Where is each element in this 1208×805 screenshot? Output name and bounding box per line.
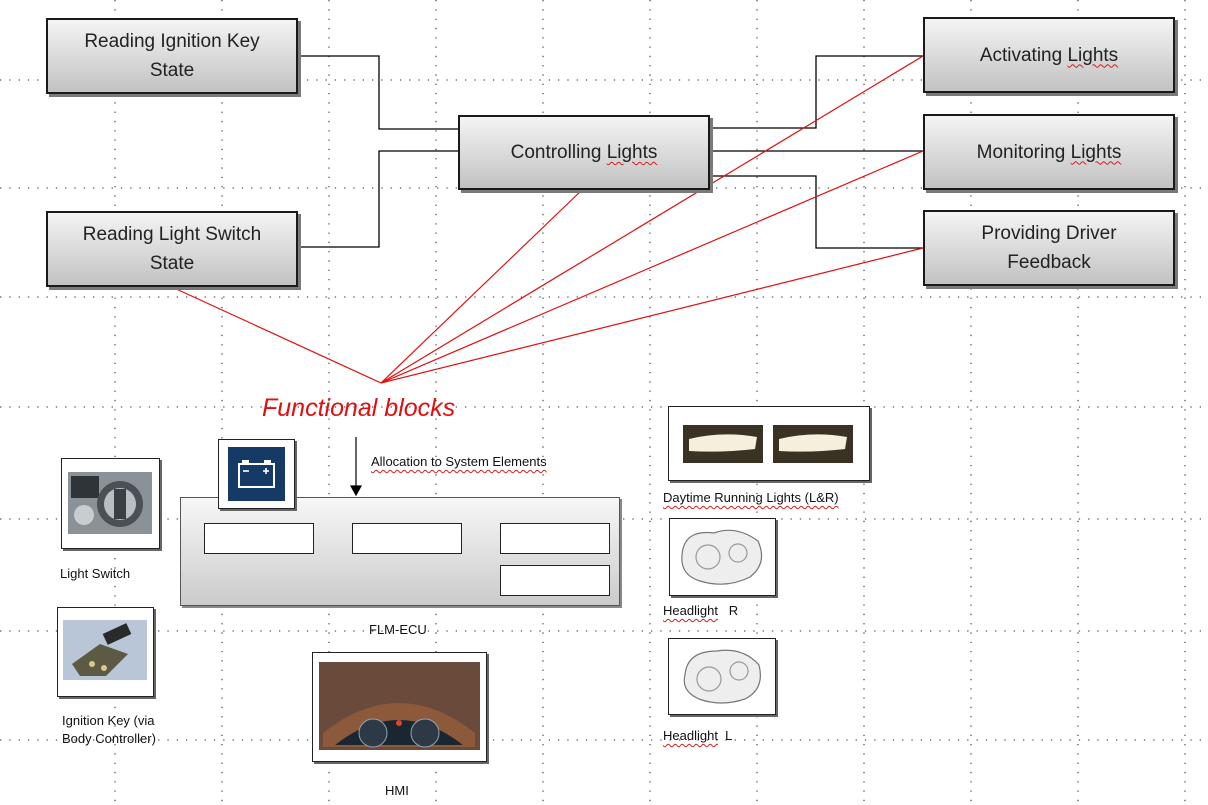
ecu-label: FLM-ECU — [369, 622, 427, 637]
light-switch-icon — [68, 472, 152, 534]
headlight-icon — [683, 649, 761, 704]
headlight-l-side: L — [725, 728, 733, 743]
battery-frame — [218, 439, 295, 509]
block-label-line-2: State — [149, 253, 195, 274]
block-label-line-1: Reading Ignition Key — [84, 31, 260, 52]
block-label-line-1: Providing Driver — [981, 223, 1117, 244]
block-monitoring-lights: Monitoring Lights — [923, 114, 1175, 190]
block-controlling-lights: Controlling Lights — [458, 115, 710, 190]
block-label-line-2: Feedback — [1007, 252, 1091, 273]
block-label-word-2: Lights — [606, 142, 658, 163]
light-switch-label: Light Switch — [60, 566, 131, 581]
drl-icon — [683, 425, 853, 463]
block-label-word-1: Activating — [979, 44, 1068, 66]
ecu-sub-block-1 — [204, 523, 314, 554]
headlight-icon — [681, 529, 763, 585]
dashboard-icon — [319, 662, 480, 750]
ignition-key-label-line-1: Ignition Key (via — [62, 713, 155, 728]
headlight-l-frame — [668, 638, 776, 715]
flm-ecu-block — [180, 497, 620, 606]
hmi-label: HMI — [385, 783, 409, 798]
headlight-l-label: Headlight L — [663, 728, 732, 743]
functional-blocks-title: Functional blocks — [262, 394, 456, 422]
headlight-l-word: Headlight — [663, 728, 718, 743]
ecu-sub-block-2 — [352, 523, 462, 554]
drl-label: Daytime Running Lights (L&R) — [663, 490, 839, 505]
ecu-sub-block-4 — [500, 565, 610, 596]
allocation-arrow — [349, 437, 363, 497]
ecu-sub-block-3 — [500, 523, 610, 554]
battery-icon — [228, 447, 285, 501]
allocation-label: Allocation to System Elements — [371, 454, 547, 469]
block-label-word-1: Controlling — [510, 142, 607, 163]
hmi-frame — [312, 652, 487, 762]
headlight-r-word: Headlight — [663, 603, 718, 618]
ignition-key-frame — [57, 607, 154, 697]
ignition-key-label-line-2: Body Controller) — [62, 731, 156, 746]
block-label-line-2: State — [149, 60, 195, 81]
drl-frame — [668, 406, 870, 481]
headlight-r-label: Headlight R — [663, 603, 738, 618]
headlight-r-side: R — [728, 603, 739, 618]
light-switch-frame — [61, 458, 160, 549]
block-label-line-1: Reading Light Switch — [82, 224, 262, 245]
ignition-key-icon — [63, 620, 147, 680]
block-label-word-1: Monitoring — [976, 141, 1071, 163]
block-label-word-2: Lights — [1070, 141, 1122, 163]
block-activating-lights: Activating Lights — [923, 17, 1175, 93]
block-label-word-2: Lights — [1067, 44, 1119, 66]
headlight-r-frame — [669, 518, 776, 596]
mapping-lines — [171, 55, 924, 384]
